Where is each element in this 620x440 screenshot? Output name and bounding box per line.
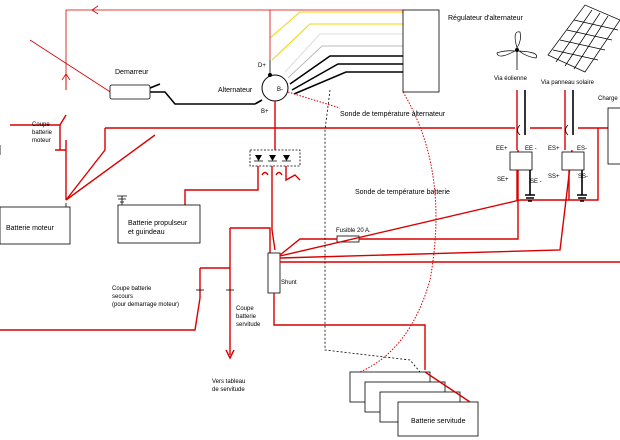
coupe-servitude-label-3: servitude (236, 322, 261, 328)
fusible-label: Fusible 20 A. (336, 228, 371, 234)
coupe-moteur-label-1: Coupe (32, 122, 50, 128)
via-eolienne-label: Via éolienne (494, 76, 528, 82)
via-panneau-label: Via panneau solaire (541, 80, 595, 86)
regulateur-solaire-box (561, 151, 585, 171)
ee-minus-label: EE - (525, 146, 537, 152)
es-plus-label: ES+ (548, 146, 560, 152)
sonde-alternateur-label: Sonde de température alternateur (340, 111, 446, 118)
ee-plus-label: EE+ (496, 146, 508, 152)
coupe-secours-label-2: secours (112, 294, 133, 300)
shunt-label: Shunt (281, 280, 297, 286)
coupe-servitude-label-1: Coupe (236, 306, 254, 312)
batterie-servitude-label: Batterie servitude (411, 418, 466, 425)
coupe-secours-label-3: (pour demarrage moteur) (112, 302, 179, 308)
regulateur-eolien-box (509, 151, 533, 171)
d-plus-label: D+ (258, 63, 266, 69)
vers-tableau-label-2: de servitude (212, 387, 245, 393)
diode-bridge (249, 149, 301, 167)
coupe-servitude-label-2: batterie (236, 314, 257, 320)
se-minus-label: SE - (530, 179, 542, 185)
ss-plus-label: SS+ (548, 174, 560, 180)
shunt-box (267, 252, 281, 294)
batterie-propulseur-box (117, 204, 201, 244)
coupe-moteur-label-3: moteur (32, 138, 51, 144)
sonde-batterie-label: Sonde de température batterie (355, 189, 450, 196)
ss-minus-label: SS- (578, 174, 588, 180)
vers-tableau-label-1: Vers tableau (212, 379, 245, 385)
b-minus-label: B- (277, 87, 283, 93)
b-plus-label: B+ (261, 109, 269, 115)
alternateur-label: Alternateur (218, 87, 253, 94)
regulator-wires (269, 11, 403, 95)
solar-panel-icon (547, 4, 620, 73)
chargeur-box (607, 107, 620, 165)
demarreur-label: Demarreur (115, 69, 149, 76)
chargeur-label: Charge (598, 96, 618, 102)
coupe-moteur-label-2: batterie (32, 130, 53, 136)
batterie-propulseur-label-2: et guindeau (128, 229, 165, 236)
batterie-moteur-box (0, 206, 71, 245)
es-minus-label: ES- (577, 146, 587, 152)
regulateur-label: Régulateur d'alternateur (448, 15, 524, 22)
alternator-circle (261, 74, 289, 102)
regulator-box (402, 9, 440, 93)
batterie-propulseur-label-1: Batterie propulseur (128, 220, 188, 227)
diode-icons (254, 155, 291, 162)
se-plus-label: SE+ (497, 177, 509, 183)
batterie-servitude-stack (349, 371, 479, 437)
starter-box (109, 84, 151, 100)
eolienne-icon (496, 31, 537, 70)
coupe-secours-label-1: Coupe batterie (112, 286, 152, 292)
batterie-moteur-label: Batterie moteur (6, 225, 55, 232)
